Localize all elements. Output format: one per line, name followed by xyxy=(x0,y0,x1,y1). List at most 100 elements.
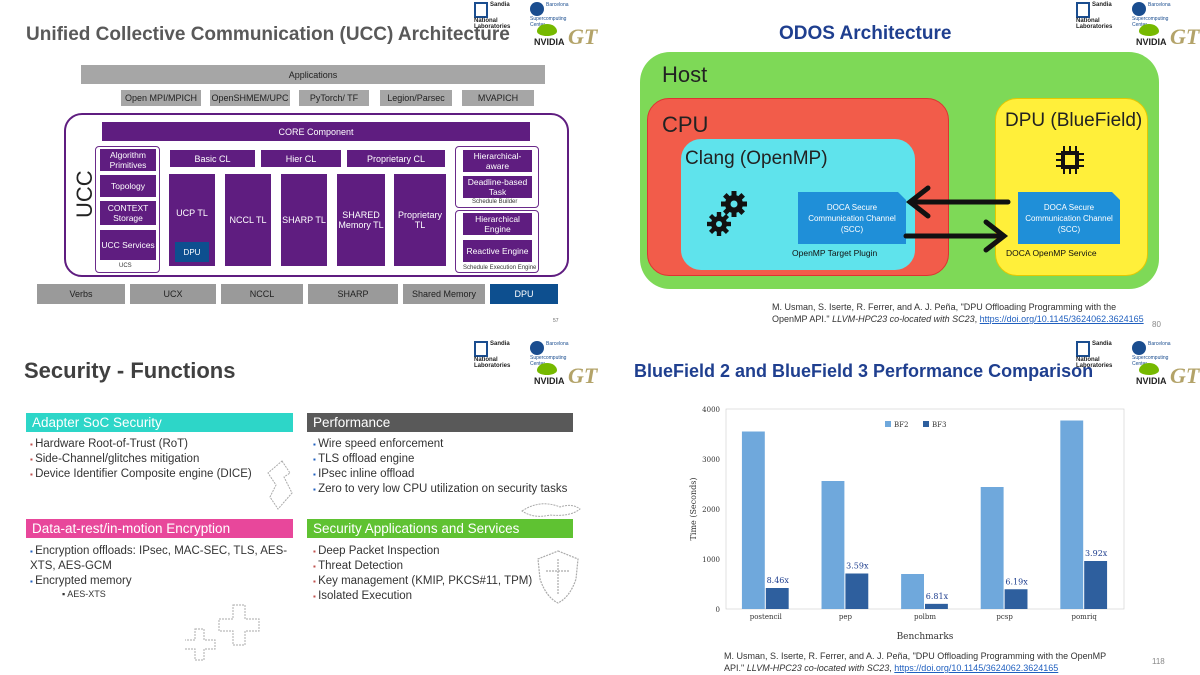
doca-openmp-service: DOCA OpenMP Service xyxy=(1006,248,1097,258)
app-box: PyTorch/ TF xyxy=(299,90,369,106)
bottom-box: Shared Memory xyxy=(403,284,485,304)
cpu-label: CPU xyxy=(662,112,709,137)
applications-bar: Applications xyxy=(81,65,545,84)
bottom-box: SHARP xyxy=(308,284,398,304)
data-label: 3.59x xyxy=(846,562,869,571)
basic-cl: Basic CL xyxy=(170,150,255,167)
bar-bf2 xyxy=(821,481,845,609)
sketch-illustration-icon xyxy=(262,457,302,513)
reference: M. Usman, S. Iserte, R. Ferrer, and A. J… xyxy=(724,651,1107,673)
x-tick-label: pomriq xyxy=(1071,613,1097,621)
header-security-apps: Security Applications and Services xyxy=(307,519,573,538)
bar-bf3 xyxy=(845,573,869,609)
header-encryption: Data-at-rest/in-motion Encryption xyxy=(26,519,293,538)
list-adapter-soc: Hardware Root-of-Trust (RoT) Side-Channe… xyxy=(30,437,252,482)
page-number: 80 xyxy=(1152,320,1161,329)
list-encryption: Encryption offloads: IPsec, MAC-SEC, TLS… xyxy=(30,544,290,589)
bar-bf3 xyxy=(1004,589,1028,609)
core-component: CORE Component xyxy=(102,122,530,141)
arrows-icon xyxy=(902,180,1012,254)
header-performance: Performance xyxy=(307,413,573,432)
gt-logo: GT xyxy=(568,363,598,388)
x-tick-label: polbm xyxy=(914,613,936,621)
bar-bf2 xyxy=(901,574,924,609)
y-axis-label: Time (Seconds) xyxy=(689,478,698,541)
legend-label: BF3 xyxy=(932,421,946,429)
dpu-box xyxy=(995,98,1148,276)
list-performance: Wire speed enforcement TLS offload engin… xyxy=(313,437,567,497)
y-tick-label: 1000 xyxy=(702,556,720,564)
app-box: Legion/Parsec xyxy=(380,90,452,106)
clang-label: Clang (OpenMP) xyxy=(685,148,828,169)
x-tick-label: postencil xyxy=(750,613,783,621)
openmp-target-plugin: OpenMP Target Plugin xyxy=(792,248,878,258)
sub-item: ▪ AES-XTS xyxy=(62,589,106,599)
x-tick-label: pep xyxy=(839,613,853,621)
x-tick-label: pcsp xyxy=(996,613,1013,621)
chip-icon xyxy=(1054,144,1086,176)
dpu-label: DPU (BlueField) xyxy=(1005,110,1143,131)
sketch-animal-icon xyxy=(520,497,582,521)
doi-link[interactable]: https://doi.org/10.1145/3624062.3624165 xyxy=(979,314,1144,324)
ucc-services: UCC Services xyxy=(100,230,156,260)
schedule-execution-caption: Schedule Execution Engine xyxy=(463,265,537,271)
bar-bf3 xyxy=(765,588,789,609)
shared-memory-tl: SHARED Memory TL xyxy=(337,174,385,266)
scc-right: DOCA Secure Communication Channel (SCC) xyxy=(1018,192,1120,244)
gt-logo: GT xyxy=(1170,24,1200,49)
sharp-tl: SHARP TL xyxy=(281,174,327,266)
bottom-box: NCCL xyxy=(221,284,303,304)
nvidia-logo: NVIDIA xyxy=(534,24,565,47)
scc-left: DOCA Secure Communication Channel (SCC) xyxy=(798,192,906,244)
legend-label: BF2 xyxy=(894,421,908,429)
list-security-apps: Deep Packet Inspection Threat Detection … xyxy=(313,544,532,604)
bottom-dpu-box: DPU xyxy=(490,284,558,304)
app-box: MVAPICH xyxy=(462,90,534,106)
bar-bf3 xyxy=(1084,561,1108,609)
data-label: 3.92x xyxy=(1085,549,1108,558)
reference: M. Usman, S. Iserte, R. Ferrer, and A. J… xyxy=(772,302,1144,324)
plot-area xyxy=(725,408,1125,610)
y-tick-label: 0 xyxy=(716,606,720,614)
y-tick-label: 3000 xyxy=(702,456,720,464)
vertical-divider xyxy=(598,0,602,675)
nvidia-logo: NVIDIA xyxy=(1136,363,1167,386)
context-storage: CONTEXT Storage xyxy=(100,201,156,225)
bar-bf2 xyxy=(1060,420,1084,609)
doi-link[interactable]: https://doi.org/10.1145/3624062.3624165 xyxy=(894,663,1059,673)
slide-title: Unified Collective Communication (UCC) A… xyxy=(26,24,510,45)
hier-cl: Hier CL xyxy=(261,150,341,167)
app-box: Open MPI/MPICH xyxy=(121,90,201,106)
slide-title: BlueField 2 and BlueField 3 Performance … xyxy=(634,361,1094,381)
legend-swatch xyxy=(923,421,929,427)
data-label: 6.19x xyxy=(1005,577,1028,586)
data-label: 6.81x xyxy=(926,592,949,601)
slide-title: Security - Functions xyxy=(24,358,236,383)
crosses-icon xyxy=(183,601,271,669)
topology: Topology xyxy=(100,175,156,197)
proprietary-cl: Proprietary CL xyxy=(347,150,445,167)
proprietary-tl: Proprietary TL xyxy=(394,174,446,266)
bar-chart: 010002000300040008.46xpostencil3.59xpep6… xyxy=(689,406,1125,642)
gt-logo: GT xyxy=(1170,363,1200,388)
slide-title: ODOS Architecture xyxy=(779,23,952,44)
page-number: 57 xyxy=(553,318,559,324)
nvidia-logo: NVIDIA xyxy=(534,363,565,386)
ucs-caption: UCS xyxy=(119,263,132,269)
legend-swatch xyxy=(885,421,891,427)
bar-bf2 xyxy=(980,487,1004,609)
reactive-engine: Reactive Engine xyxy=(463,240,532,262)
shield-icon xyxy=(536,549,580,605)
bar-bf2 xyxy=(741,431,765,609)
